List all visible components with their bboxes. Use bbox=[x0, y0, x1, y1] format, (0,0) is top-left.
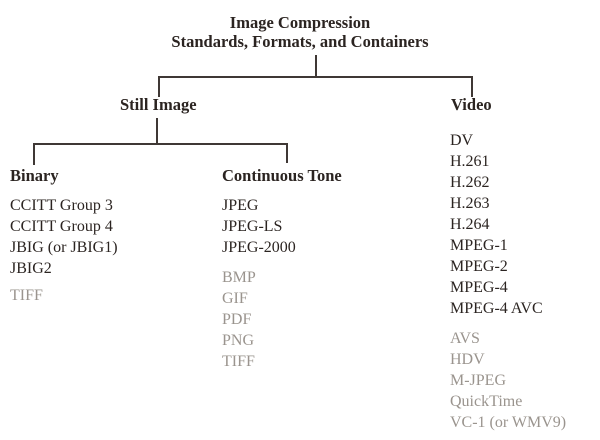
list-item: PDF bbox=[222, 311, 252, 328]
list-item: MPEG-4 bbox=[450, 279, 508, 296]
list-item: JPEG-2000 bbox=[222, 239, 296, 256]
connector-still-image-stem bbox=[156, 118, 158, 145]
list-item: H.264 bbox=[450, 216, 490, 233]
list-item: CCITT Group 3 bbox=[10, 197, 113, 214]
branch-binary: Binary bbox=[10, 166, 59, 185]
title-line-2: Standards, Formats, and Containers bbox=[171, 32, 429, 51]
connector-level2-horizontal bbox=[33, 143, 288, 145]
continuous-tone-formats-list: BMP GIF PDF PNG TIFF bbox=[222, 267, 256, 372]
list-item: JBIG2 bbox=[10, 260, 52, 277]
branch-still-image: Still Image bbox=[120, 95, 197, 114]
connector-drop-binary bbox=[33, 143, 35, 165]
list-item: H.261 bbox=[450, 153, 490, 170]
list-item: H.262 bbox=[450, 174, 490, 191]
list-item: MPEG-2 bbox=[450, 258, 508, 275]
diagram-title: Image Compression Standards, Formats, an… bbox=[0, 13, 600, 51]
list-item: VC-1 (or WMV9) bbox=[450, 414, 567, 431]
binary-standards-list: CCITT Group 3 CCITT Group 4 JBIG (or JBIG1… bbox=[10, 195, 118, 279]
list-item: HDV bbox=[450, 351, 485, 368]
list-item: JPEG bbox=[222, 197, 259, 214]
list-item: TIFF bbox=[10, 287, 43, 304]
list-item: MPEG-4 AVC bbox=[450, 300, 543, 317]
branch-video: Video bbox=[451, 95, 492, 114]
list-item: H.263 bbox=[450, 195, 490, 212]
list-item: DV bbox=[450, 132, 474, 149]
connector-drop-video bbox=[471, 76, 473, 97]
list-item: GIF bbox=[222, 290, 248, 307]
list-item: AVS bbox=[450, 330, 480, 347]
title-line-1: Image Compression bbox=[229, 13, 371, 32]
list-item: QuickTime bbox=[450, 393, 523, 410]
list-item: MPEG-1 bbox=[450, 237, 508, 254]
list-item: TIFF bbox=[222, 353, 255, 370]
connector-title-stem bbox=[315, 55, 317, 77]
list-item: PNG bbox=[222, 332, 255, 349]
branch-continuous-tone: Continuous Tone bbox=[222, 166, 342, 185]
list-item: BMP bbox=[222, 269, 256, 286]
connector-level1-horizontal bbox=[158, 76, 473, 78]
list-item: M-JPEG bbox=[450, 372, 507, 389]
continuous-tone-standards-list: JPEG JPEG-LS JPEG-2000 bbox=[222, 195, 296, 258]
connector-drop-continuous-tone bbox=[286, 143, 288, 163]
list-item: JBIG (or JBIG1) bbox=[10, 239, 118, 256]
list-item: JPEG-LS bbox=[222, 218, 283, 235]
connector-drop-still-image bbox=[158, 76, 160, 97]
binary-formats-list: TIFF bbox=[10, 285, 43, 306]
list-item: CCITT Group 4 bbox=[10, 218, 113, 235]
